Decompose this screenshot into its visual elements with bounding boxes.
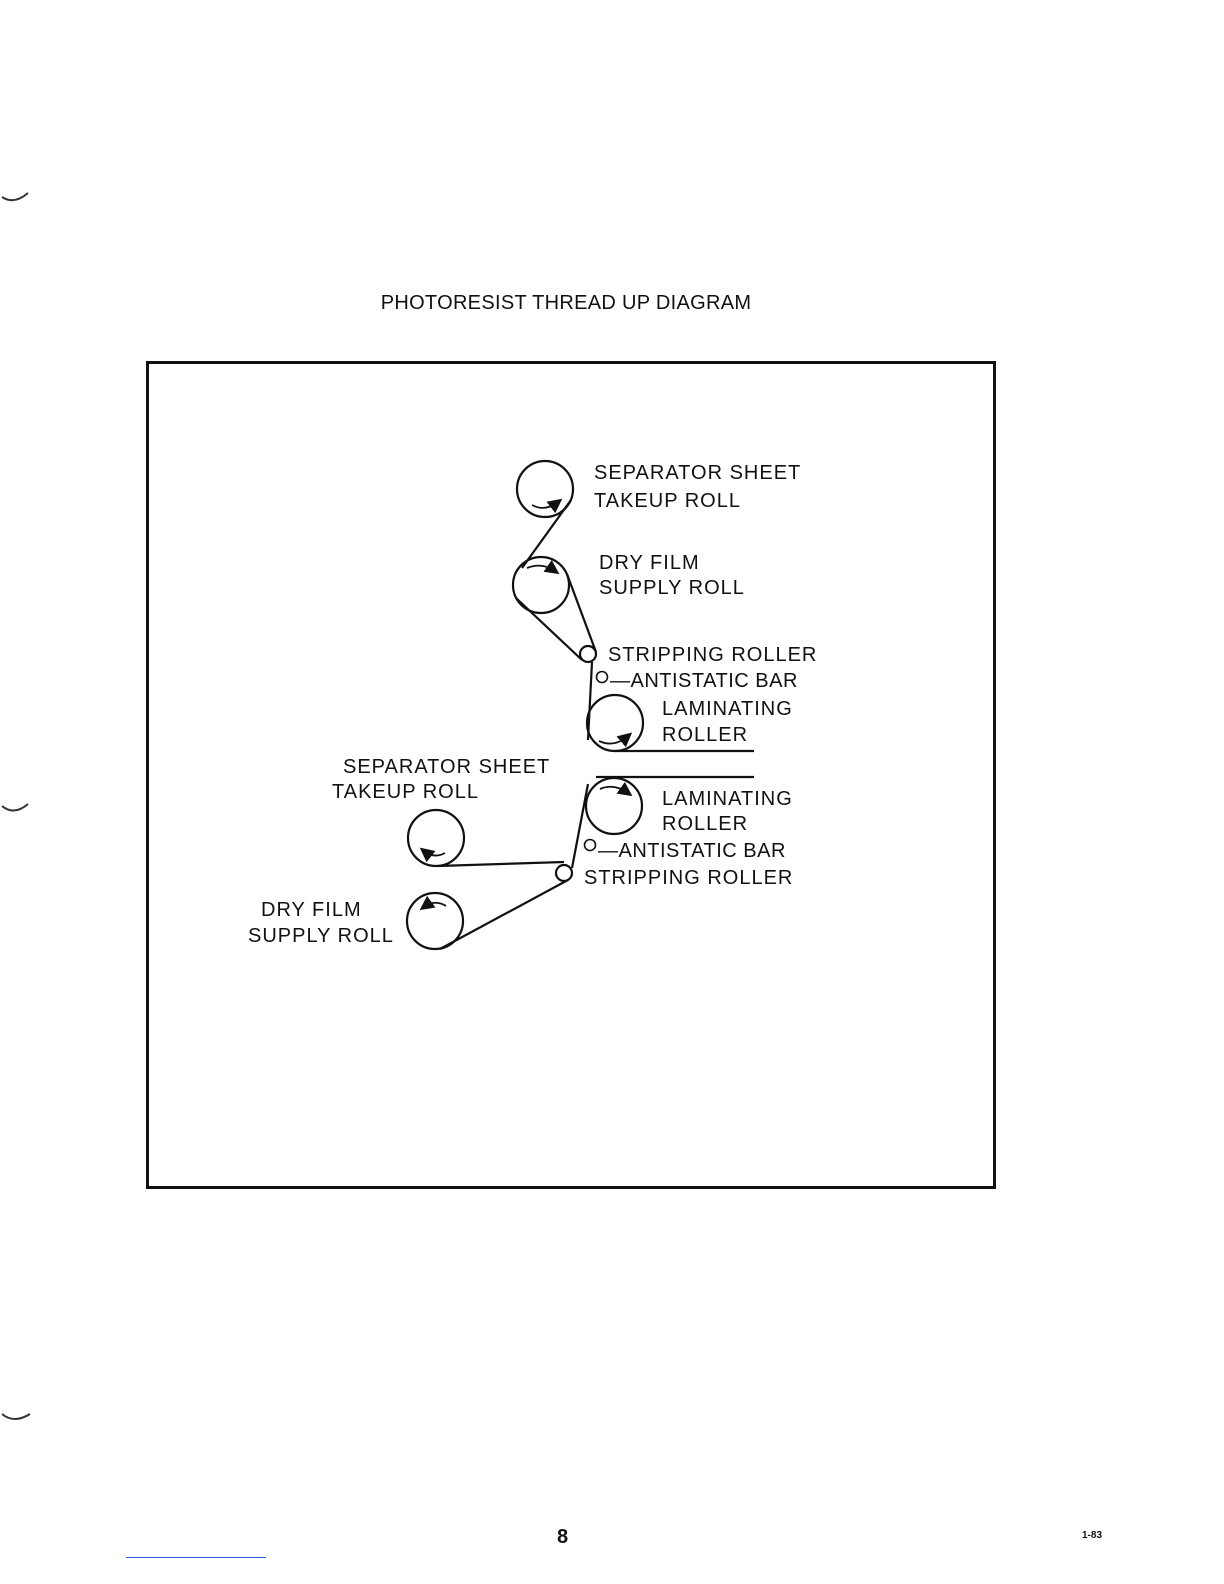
upper-film-web-right — [567, 574, 596, 652]
upper-film-web-left — [516, 598, 582, 660]
binder-hole-mark — [0, 185, 40, 205]
page-number: 8 — [557, 1526, 568, 1549]
lower-antistatic-bar — [585, 840, 596, 851]
upper-separator-takeup-label-2: TAKEUP ROLL — [594, 491, 741, 511]
upper-dry-film-label-1: DRY FILM — [599, 553, 700, 573]
lower-separator-takeup-label-1: SEPARATOR SHEET — [343, 757, 550, 777]
upper-film-to-laminator — [588, 662, 592, 740]
lower-separator-takeup-label-2: TAKEUP ROLL — [332, 782, 479, 802]
upper-antistatic-bar-label: —ANTISTATIC BAR — [610, 671, 798, 691]
lower-laminating-label-2: ROLLER — [662, 814, 748, 834]
upper-dry-film-label-2: SUPPLY ROLL — [599, 578, 745, 598]
lower-supply-arrow — [424, 903, 446, 907]
lower-stripping-roller-label: STRIPPING ROLLER — [584, 868, 793, 888]
binder-hole-mark — [0, 800, 40, 820]
upper-separator-takeup-label-1: SEPARATOR SHEET — [594, 463, 801, 483]
upper-takeup-arrow — [532, 502, 558, 508]
upper-supply-arrow — [527, 566, 555, 571]
lower-laminator-to-stripper — [572, 784, 588, 868]
lower-separator-takeup-roll — [408, 810, 464, 866]
revision-code: 1-83 — [1082, 1530, 1102, 1541]
lower-takeup-arrow — [424, 851, 445, 856]
lower-dry-film-label-1: DRY FILM — [261, 900, 362, 920]
lower-dry-film-label-2: SUPPLY ROLL — [248, 926, 394, 946]
upper-laminating-arrow — [599, 736, 628, 744]
upper-stripping-roller-label: STRIPPING ROLLER — [608, 645, 817, 665]
lower-laminating-arrow — [600, 787, 628, 793]
lower-laminating-label-1: LAMINATING — [662, 789, 793, 809]
upper-laminating-label-1: LAMINATING — [662, 699, 793, 719]
binder-hole-mark — [0, 1410, 40, 1430]
bottom-rule — [126, 1557, 266, 1558]
lower-antistatic-bar-label: —ANTISTATIC BAR — [598, 841, 786, 861]
upper-antistatic-bar — [597, 672, 608, 683]
lower-stripping-roller — [556, 865, 572, 881]
lower-film-web — [440, 880, 568, 949]
upper-laminating-label-2: ROLLER — [662, 725, 748, 745]
lower-separator-web — [438, 862, 564, 866]
